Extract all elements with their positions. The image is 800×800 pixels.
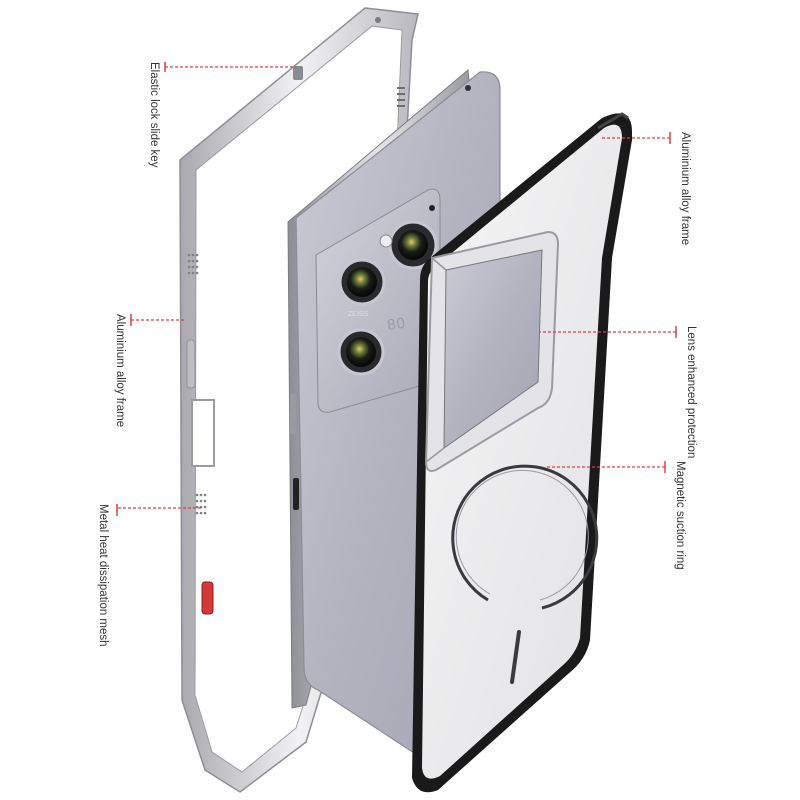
magnetic-ring[interactable] <box>451 464 599 684</box>
phone-model-text: 80 <box>386 315 407 334</box>
sensor-icon <box>429 205 435 211</box>
camera-lens-telephoto <box>388 220 438 270</box>
lens-brand-text: ZEISS <box>348 311 369 318</box>
phone-volume-button <box>290 394 296 434</box>
label-magnetic-ring: Magnetic suction ring <box>674 461 686 570</box>
callout-ticks <box>116 62 677 516</box>
cover-clip <box>597 112 629 130</box>
phone-usb-port <box>293 478 299 510</box>
label-frame-right: Aluminium alloy frame <box>679 132 691 245</box>
camera-lens-main <box>338 258 386 306</box>
phone-mic-hole <box>465 85 471 91</box>
camera-lens-wide <box>337 328 385 376</box>
red-accent-button <box>201 581 214 615</box>
screw-icon <box>375 17 381 23</box>
glass-back-cover <box>412 112 632 793</box>
lock-slide-key[interactable] <box>293 66 303 80</box>
vent-strips <box>397 87 405 107</box>
flash-icon <box>379 234 393 248</box>
lens-protection-window[interactable] <box>424 230 560 472</box>
frame-button <box>191 399 215 467</box>
label-elastic-lock: Elastic lock slide key <box>148 62 160 168</box>
frame-button <box>186 339 196 389</box>
callout-lock <box>164 62 296 68</box>
label-frame-left: Aluminium alloy frame <box>114 314 126 427</box>
label-heat-mesh: Metal heat dissipation mesh <box>97 504 109 647</box>
label-lens-protection: Lens enhanced protection <box>685 326 697 458</box>
